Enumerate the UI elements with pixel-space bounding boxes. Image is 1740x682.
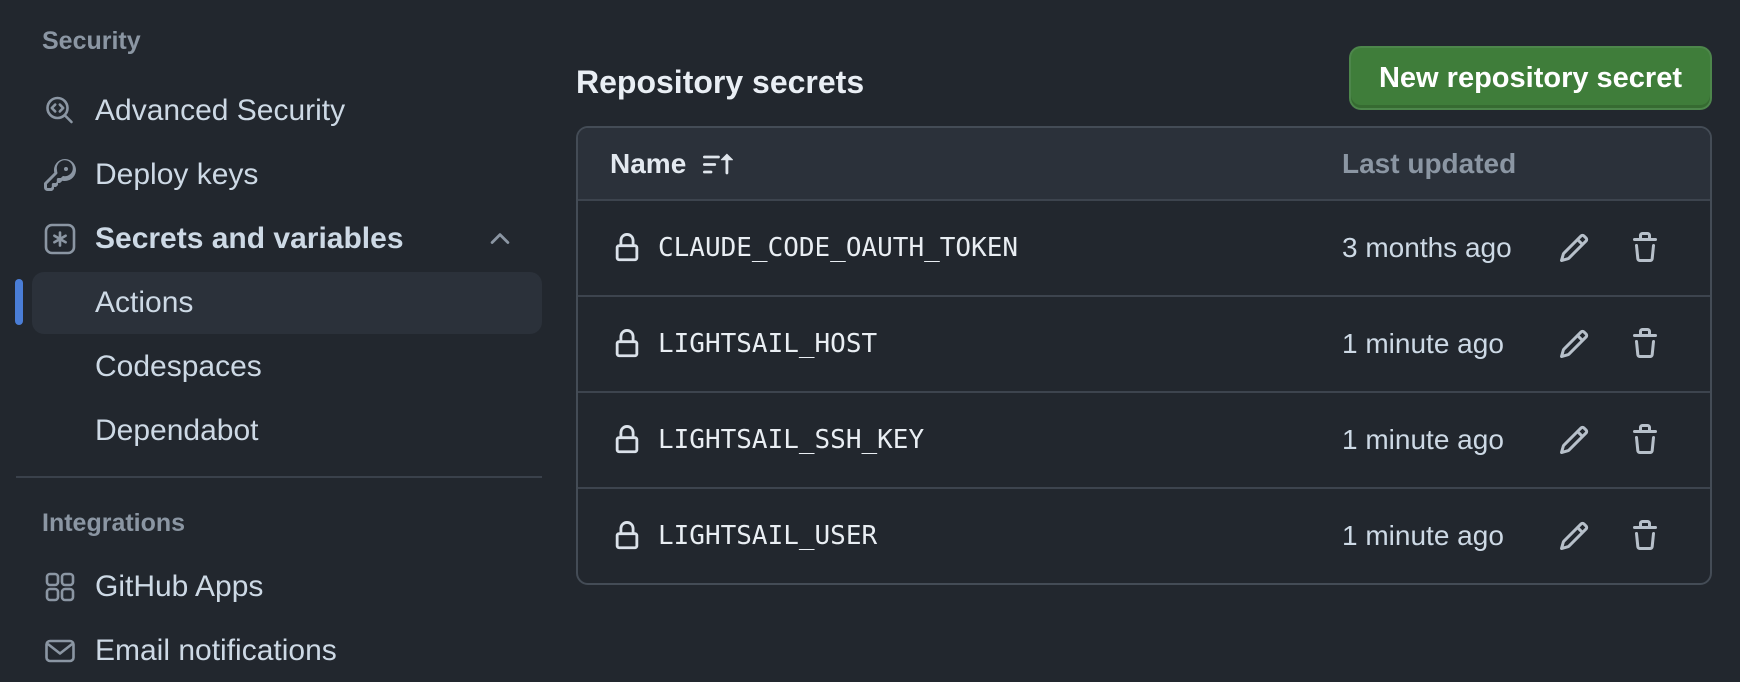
sidebar-section-security: Security [42,27,141,55]
sidebar-divider [16,476,542,478]
asterisk-box-icon [44,223,76,255]
sidebar-item-advanced-security[interactable]: Advanced Security [32,80,542,142]
edit-secret-button[interactable] [1558,328,1590,360]
pencil-icon [1558,424,1590,456]
pencil-icon [1558,520,1590,552]
mail-icon [44,635,76,667]
lock-icon [612,233,642,263]
trash-icon [1629,328,1661,360]
column-header-name-label: Name [610,147,687,179]
secret-last-updated: 3 months ago [1342,232,1512,263]
sidebar-item-actions[interactable]: Actions [15,272,542,334]
row-actions [1542,328,1710,360]
secret-name-cell: CLAUDE_CODE_OAUTH_TOKEN [578,233,1342,263]
secret-last-updated: 1 minute ago [1342,328,1504,359]
row-actions [1542,520,1710,552]
edit-secret-button[interactable] [1558,232,1590,264]
trash-icon [1629,424,1661,456]
sidebar-item-deploy-keys[interactable]: Deploy keys [32,144,542,206]
pencil-icon [1558,232,1590,264]
lock-icon [612,425,642,455]
sidebar-item-label: GitHub Apps [95,570,264,603]
edit-secret-button[interactable] [1558,424,1590,456]
lock-icon [612,521,642,551]
sidebar-item-label: Actions [95,286,194,319]
page-title: Repository secrets [576,64,865,100]
sidebar-item-github-apps[interactable]: GitHub Apps [32,556,542,618]
secret-name: LIGHTSAIL_SSH_KEY [658,425,925,455]
sidebar-item-label: Dependabot [95,414,259,447]
secret-last-updated: 1 minute ago [1342,520,1504,551]
column-header-name[interactable]: Name [578,148,1342,180]
table-row: LIGHTSAIL_SSH_KEY 1 minute ago [578,391,1710,487]
chevron-up-icon[interactable] [486,225,514,253]
integrations-nav-list: GitHub Apps Email notifications [32,556,542,682]
delete-secret-button[interactable] [1629,520,1661,552]
main-header: Repository secrets New repository secret [576,46,1712,110]
edit-secret-button[interactable] [1558,520,1590,552]
codescan-icon [44,95,76,127]
delete-secret-button[interactable] [1629,328,1661,360]
trash-icon [1629,232,1661,264]
lock-icon [612,329,642,359]
secret-name: LIGHTSAIL_HOST [658,329,878,359]
sidebar-item-dependabot[interactable]: Dependabot [32,400,542,462]
secret-name: LIGHTSAIL_USER [658,521,878,551]
row-actions [1542,232,1710,264]
delete-secret-button[interactable] [1629,232,1661,264]
secret-name: CLAUDE_CODE_OAUTH_TOKEN [658,233,1019,263]
pencil-icon [1558,328,1590,360]
table-row: CLAUDE_CODE_OAUTH_TOKEN 3 months ago [578,199,1710,295]
sidebar-item-label: Advanced Security [95,94,346,127]
sidebar-item-email-notifications[interactable]: Email notifications [32,620,542,682]
table-row: LIGHTSAIL_USER 1 minute ago [578,487,1710,583]
repository-secrets-table: Name Last updated CLAUDE_CODE_OAUTH_TOKE… [576,126,1712,585]
sort-ascending-icon [703,149,734,179]
row-actions [1542,424,1710,456]
sidebar-item-label: Email notifications [95,634,337,667]
key-icon [44,159,76,191]
secret-name-cell: LIGHTSAIL_HOST [578,329,1342,359]
trash-icon [1629,520,1661,552]
security-nav-list: Advanced Security Deploy keys Secrets an… [15,80,542,462]
table-row: LIGHTSAIL_HOST 1 minute ago [578,295,1710,391]
delete-secret-button[interactable] [1629,424,1661,456]
column-header-last-updated: Last updated [1342,147,1517,179]
sidebar-item-codespaces[interactable]: Codespaces [32,336,542,398]
apps-icon [44,571,76,603]
new-repository-secret-button[interactable]: New repository secret [1348,46,1712,110]
main-content: Repository secrets New repository secret… [576,46,1712,585]
sidebar-item-secrets-and-variables[interactable]: Secrets and variables [32,208,542,270]
sidebar-item-label: Deploy keys [95,158,259,191]
sidebar-section-integrations: Integrations [42,509,186,537]
table-header-row: Name Last updated [578,128,1710,199]
secret-name-cell: LIGHTSAIL_USER [578,521,1342,551]
sidebar-item-label: Secrets and variables [95,222,404,255]
secret-name-cell: LIGHTSAIL_SSH_KEY [578,425,1342,455]
secret-last-updated: 1 minute ago [1342,424,1504,455]
sidebar-item-label: Codespaces [95,350,262,383]
settings-sidebar: Security Advanced Security Deploy keys [0,0,560,672]
